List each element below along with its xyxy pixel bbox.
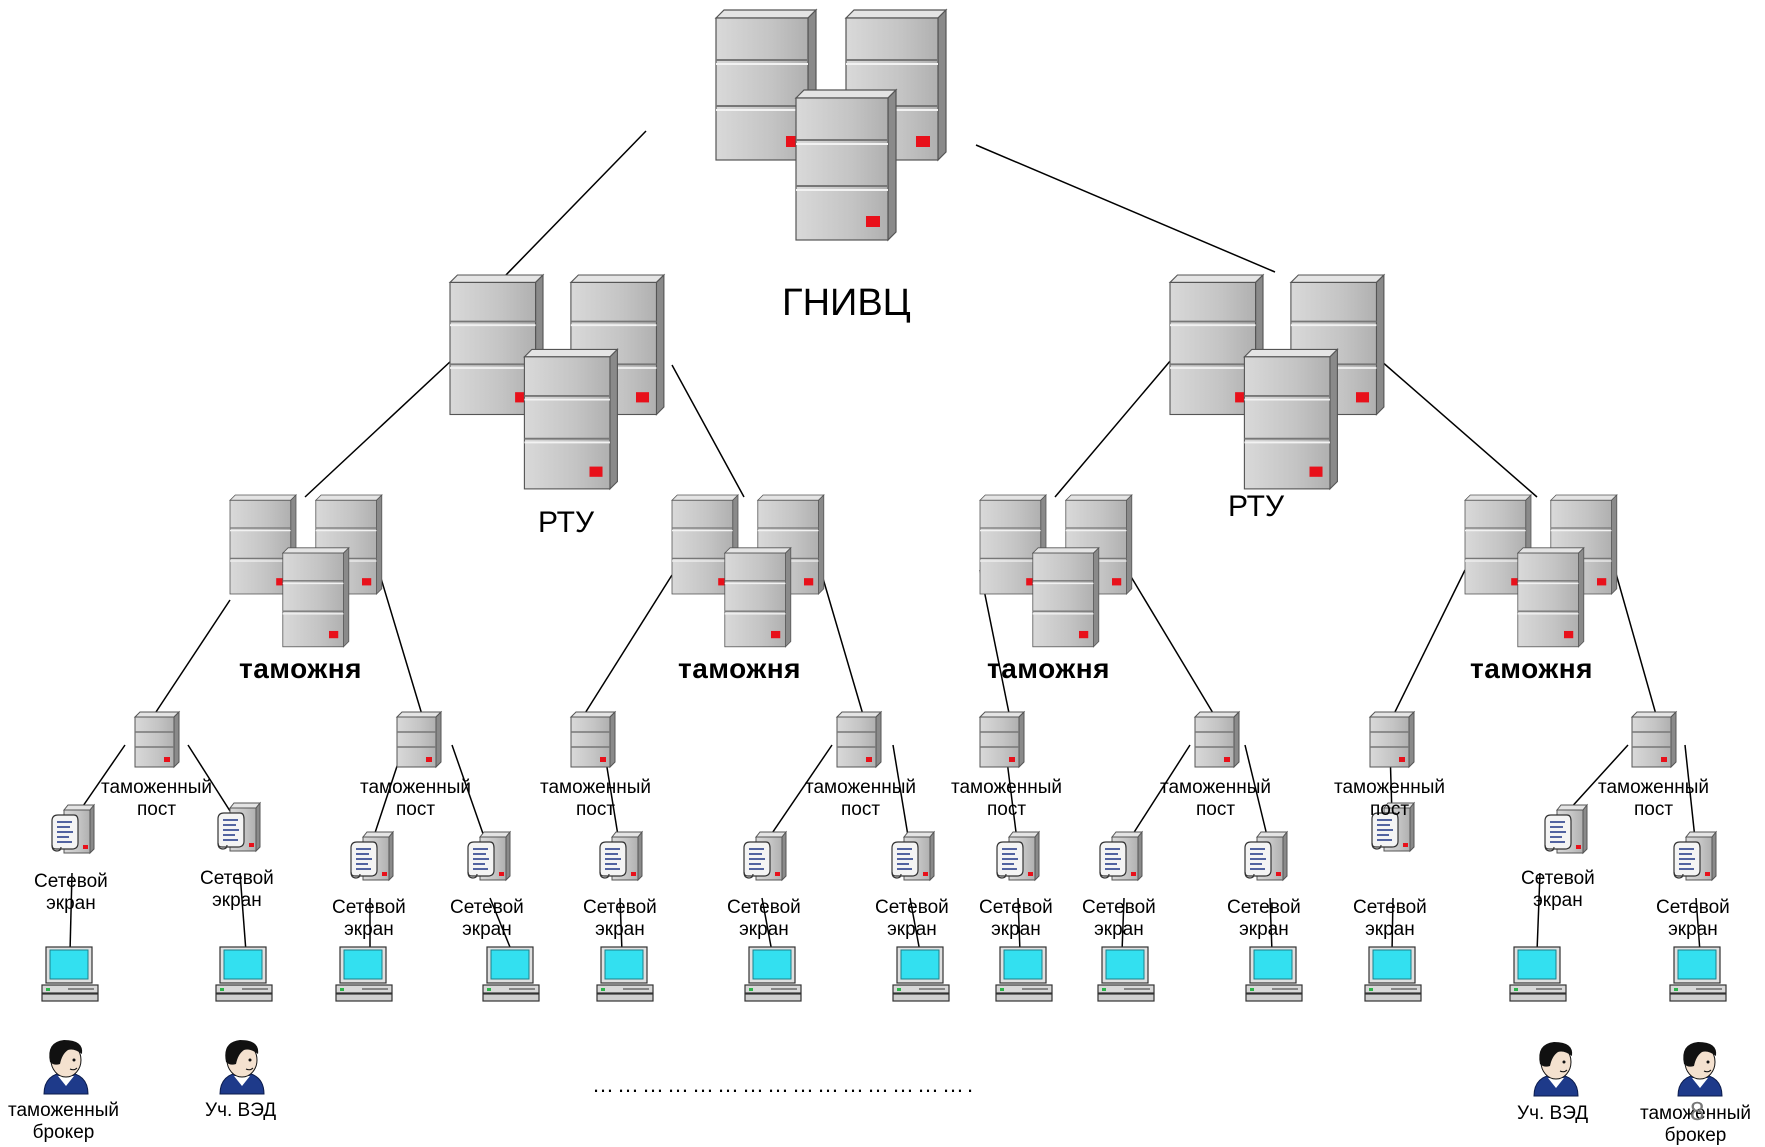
firewall-icon (1244, 831, 1288, 881)
person-icon (43, 1039, 89, 1095)
workstation-icon (995, 946, 1053, 1002)
workstation-icon (41, 946, 99, 1002)
customs-4-server-cluster-icon (1465, 495, 1617, 647)
connection-lines (69, 130, 1701, 953)
ved-participant-label: Уч. ВЭД (1517, 1103, 1589, 1124)
customs-3-label: таможня (987, 653, 1110, 684)
firewall-icon (599, 831, 643, 881)
customs-3-server-cluster-icon (980, 495, 1132, 647)
firewall-icon (350, 831, 394, 881)
firewall-icon (743, 831, 787, 881)
rtu-left-server-cluster-icon (450, 275, 664, 489)
customs-4-label: таможня (1470, 653, 1593, 684)
workstation-icon (1509, 946, 1567, 1002)
firewall-icon (1099, 831, 1143, 881)
firewall-icon (1673, 831, 1717, 881)
ved-participant-label: Уч. ВЭД (205, 1100, 277, 1121)
person-icon (219, 1039, 265, 1095)
customs-post-server-icon (134, 711, 180, 768)
workstation-icon (335, 946, 393, 1002)
firewall-icon (1544, 804, 1588, 854)
root-server-cluster-icon (716, 10, 946, 240)
customs-1-server-cluster-icon (230, 495, 382, 647)
workstation-icon (1245, 946, 1303, 1002)
rtu-left-label: РТУ (538, 506, 595, 539)
customs-post-server-icon (396, 711, 442, 768)
workstation-icon (1669, 946, 1727, 1002)
firewall-icon (467, 831, 511, 881)
workstation-icon (892, 946, 950, 1002)
rtu-right-server-cluster-icon (1170, 275, 1384, 489)
person-icon (1533, 1041, 1579, 1097)
firewall-icon (51, 804, 95, 854)
customs-post-server-icon (979, 711, 1025, 768)
rtu-right-label: РТУ (1228, 490, 1285, 523)
customs-post-server-icon (836, 711, 882, 768)
workstation-icon (482, 946, 540, 1002)
root-label: ГНИВЦ (782, 282, 911, 324)
customs-1-label: таможня (239, 653, 362, 684)
workstation-icon (1364, 946, 1422, 1002)
continuation-ellipsis: ………………………………………. (592, 1072, 977, 1097)
customs-post-server-icon (1369, 711, 1415, 768)
firewall-icon (891, 831, 935, 881)
workstation-icon (596, 946, 654, 1002)
workstation-icon (1097, 946, 1155, 1002)
customs-2-label: таможня (678, 653, 801, 684)
firewall-icon (217, 802, 261, 852)
workstation-icon (215, 946, 273, 1002)
person-icon (1677, 1041, 1723, 1097)
customs-post-server-icon (1631, 711, 1677, 768)
customs-post-server-icon (1194, 711, 1240, 768)
page-number: 8 (1690, 1096, 1705, 1126)
customs-2-server-cluster-icon (672, 495, 824, 647)
customs-post-server-icon (570, 711, 616, 768)
workstation-icon (744, 946, 802, 1002)
firewall-icon (996, 831, 1040, 881)
